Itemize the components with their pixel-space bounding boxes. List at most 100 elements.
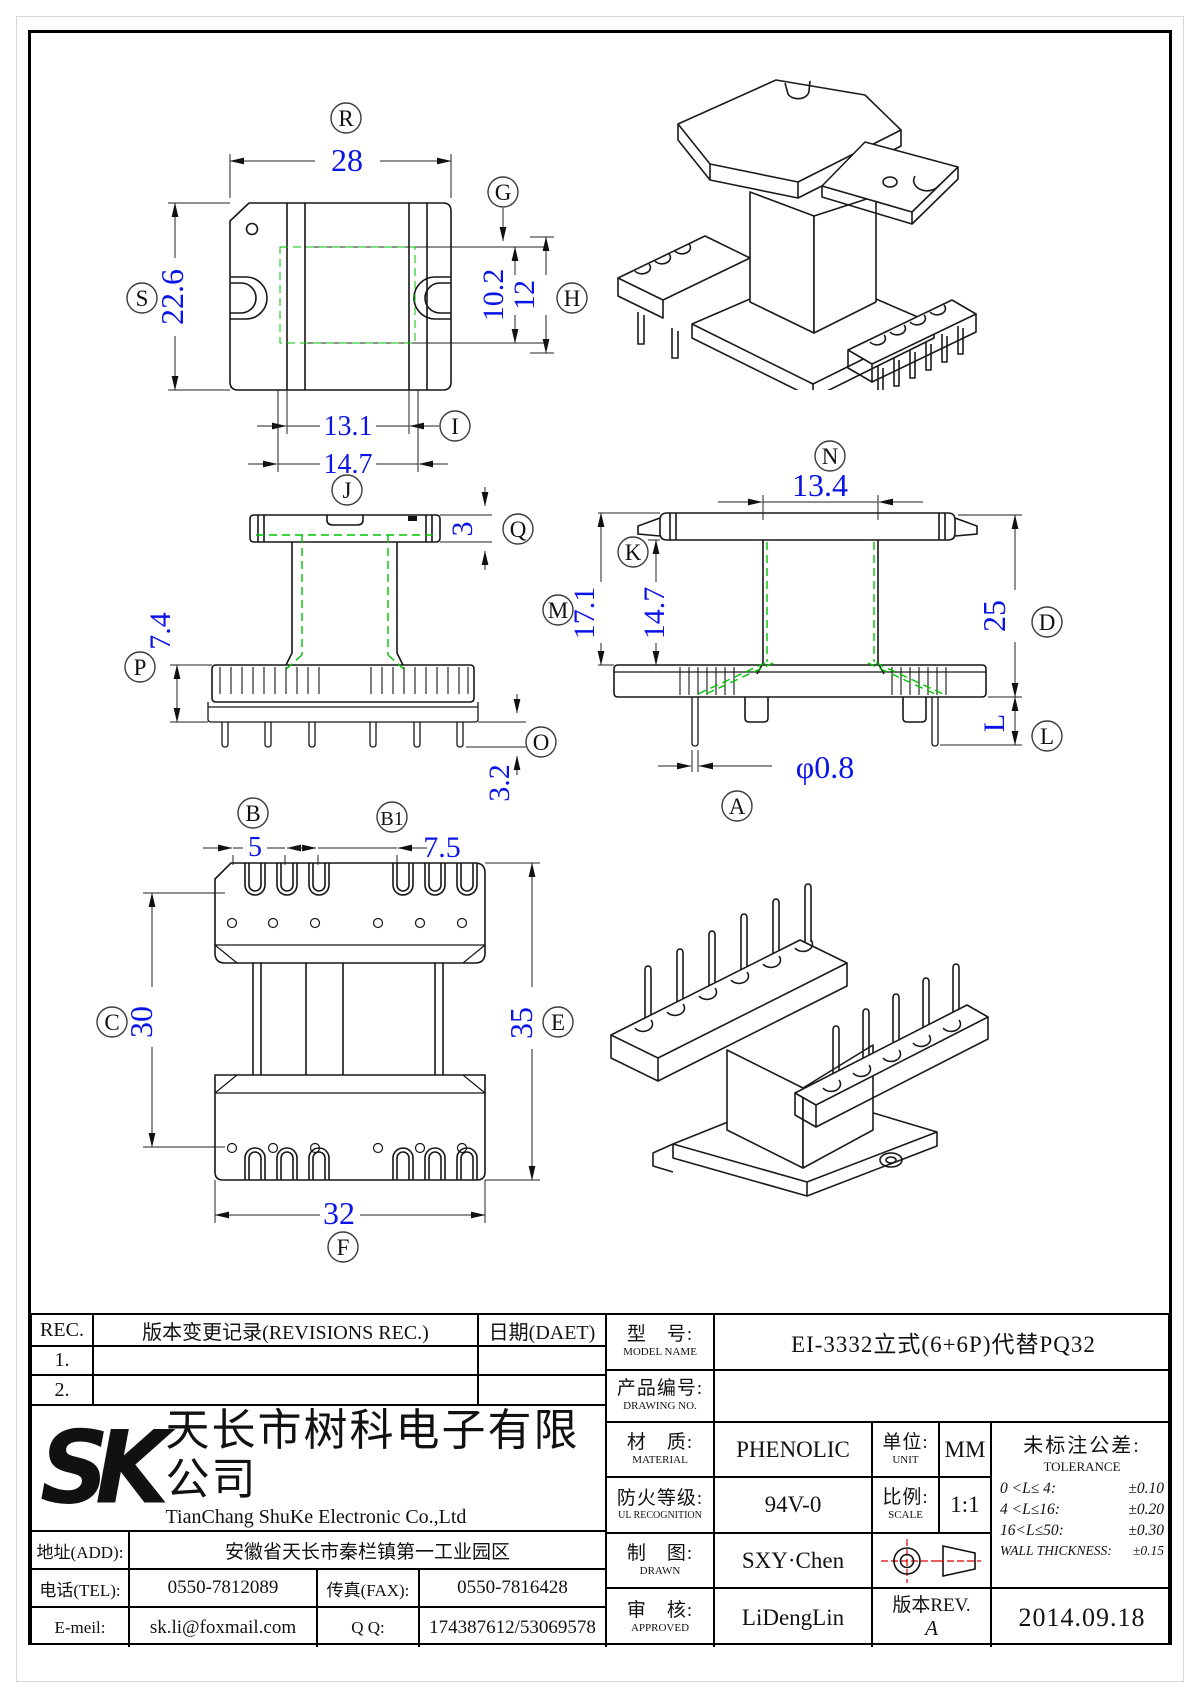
dim-header-h: 7.4 — [144, 612, 177, 650]
svg-text:I: I — [451, 414, 459, 439]
tel-label-cell: 电话(TEL): — [32, 1570, 130, 1608]
dim-lines — [168, 154, 554, 472]
dim-lines — [597, 495, 1022, 772]
balloon-e: E — [542, 1006, 574, 1038]
fax-label-cell: 传真(FAX): — [318, 1570, 420, 1608]
dim-texts: 13.4 17.1 14.7 25 L φ0.8 — [568, 467, 1012, 785]
tolerance-row: 4 <L≤16:±0.20 — [1000, 1500, 1164, 1521]
tel-label: 电话(TEL): — [39, 1580, 121, 1600]
drawn-label-cell: 制 图:DRAWN — [607, 1534, 715, 1589]
balloon-g: G — [487, 176, 519, 208]
svg-text:H: H — [564, 286, 581, 311]
tol-range-0: 0 <L≤ 4: — [1000, 1480, 1056, 1497]
rec-desc-label: 版本变更记录(REVISIONS REC.) — [142, 1321, 429, 1344]
svg-text:J: J — [343, 478, 352, 503]
dim-lines — [143, 844, 540, 1223]
rec-row2-label: 2. — [54, 1378, 70, 1401]
balloon-k: K — [617, 536, 649, 568]
title-block: REC. 版本变更记录(REVISIONS REC.) 日期(DAET) 1. … — [30, 1313, 1172, 1647]
balloon-b: B — [237, 797, 269, 829]
core-dashed-lines — [256, 534, 434, 672]
tol-range-2: 16<L≤50: — [1000, 1521, 1064, 1539]
front-bottom-view: 5 7.5 30 35 32 B B1 C E F — [96, 797, 574, 1263]
rec-row1-label: 1. — [54, 1349, 70, 1371]
svg-text:B1: B1 — [380, 808, 403, 830]
balloon-d: D — [1031, 606, 1063, 638]
svg-text:O: O — [533, 730, 550, 755]
balloons-v4: B B1 C E F — [96, 797, 574, 1263]
balloon-p: P — [124, 651, 156, 683]
svg-text:M: M — [548, 598, 568, 623]
unit-label-en: UNIT — [892, 1453, 919, 1466]
tol-range-3: WALL THICKNESS: — [1000, 1542, 1112, 1558]
rec-col-header: REC. — [32, 1315, 94, 1347]
tol-range-1: 4 <L≤16: — [1000, 1500, 1060, 1518]
balloon-f: F — [327, 1231, 359, 1263]
tol-val-3: ±0.15 — [1132, 1542, 1164, 1558]
model-value-cell: EI-3332立式(6+6P)代替PQ32 — [715, 1315, 1172, 1371]
balloon-j: J — [331, 474, 363, 506]
svg-text:C: C — [104, 1010, 119, 1035]
dim-h2: 14.7 — [638, 587, 671, 640]
balloon-l: L — [1031, 720, 1063, 752]
unit-label-cell: 单位:UNIT — [873, 1423, 940, 1478]
core-dashed-lines — [697, 542, 944, 695]
balloon-h: H — [556, 282, 588, 314]
balloon-i: I — [439, 410, 471, 442]
dim-height: 22.6 — [154, 269, 190, 325]
approved-value-cell: LiDengLin — [715, 1589, 873, 1647]
dim-slot1: 13.1 — [324, 411, 373, 442]
qq-value: 174387612/53069578 — [429, 1616, 596, 1638]
part-outline — [214, 862, 486, 1181]
unit-value: MM — [944, 1436, 986, 1462]
svg-text:A: A — [729, 794, 746, 819]
drawn-value: SXY·Chen — [741, 1547, 845, 1573]
pn-label-en: DRAWING NO. — [623, 1400, 697, 1413]
balloon-n: N — [814, 440, 846, 472]
dim-texts: 3 7.4 3.2 — [144, 522, 516, 802]
qq-value-cell: 174387612/53069578 — [420, 1608, 607, 1647]
top-teeth — [244, 863, 478, 896]
company-name-cn: 天长市树科电子有限公司 — [165, 1406, 580, 1504]
company-logo: SK — [40, 1408, 169, 1527]
pins — [691, 697, 939, 747]
iso-view-bottom — [610, 883, 989, 1197]
iso-bobbin — [617, 79, 977, 390]
page-edge — [16, 16, 1184, 1682]
fire-value: 94V-0 — [764, 1492, 822, 1517]
rec-row1-no: 1. — [32, 1347, 94, 1376]
rev-cell: 版本REV.A — [873, 1589, 992, 1647]
tol-val-0: ±0.10 — [1128, 1480, 1164, 1497]
rec-row1-date — [479, 1347, 607, 1376]
dim-texts: 28 22.6 10.2 12 13.1 14.7 — [154, 142, 541, 480]
date-value: 2014.09.18 — [1018, 1603, 1146, 1632]
balloon-a: A — [721, 790, 753, 822]
dim-lines — [170, 487, 526, 775]
email-value-cell: sk.li@foxmail.com — [130, 1608, 318, 1647]
rec-row2-no: 2. — [32, 1376, 94, 1406]
email-value: sk.li@foxmail.com — [149, 1616, 297, 1638]
addr-value-cell: 安徽省天长市秦栏镇第一工业园区 — [130, 1532, 607, 1570]
rec-row2-desc — [94, 1376, 479, 1406]
dim-window: 10.2 — [477, 269, 510, 322]
pn-label-cn: 产品编号: — [616, 1378, 704, 1400]
scale-value-cell: 1:1 — [940, 1478, 992, 1534]
rec-date-label: 日期(DAET) — [488, 1321, 596, 1344]
dim-flange-t: 3 — [446, 522, 479, 537]
balloon-c: C — [96, 1006, 128, 1038]
approved-label-cell: 审 核:APPROVED — [607, 1589, 715, 1647]
side-view-left: 3 7.4 3.2 Q P O — [124, 487, 557, 802]
dim-pitch2: 7.5 — [423, 831, 461, 864]
approved-value: LiDengLin — [741, 1605, 845, 1630]
qq-label: Q Q: — [351, 1617, 385, 1637]
fax-value-cell: 0550-7816428 — [420, 1570, 607, 1608]
dim-width: 28 — [331, 142, 363, 178]
comb-teeth — [219, 667, 469, 694]
unit-label-cn: 单位: — [882, 1431, 929, 1453]
material-value-cell: PHENOLIC — [715, 1423, 873, 1478]
model-label-cell: 型 号:MODEL NAME — [607, 1315, 715, 1371]
iso-bobbin-inverted — [610, 883, 989, 1197]
fire-value-cell: 94V-0 — [715, 1478, 873, 1534]
svg-text:L: L — [1040, 724, 1054, 749]
